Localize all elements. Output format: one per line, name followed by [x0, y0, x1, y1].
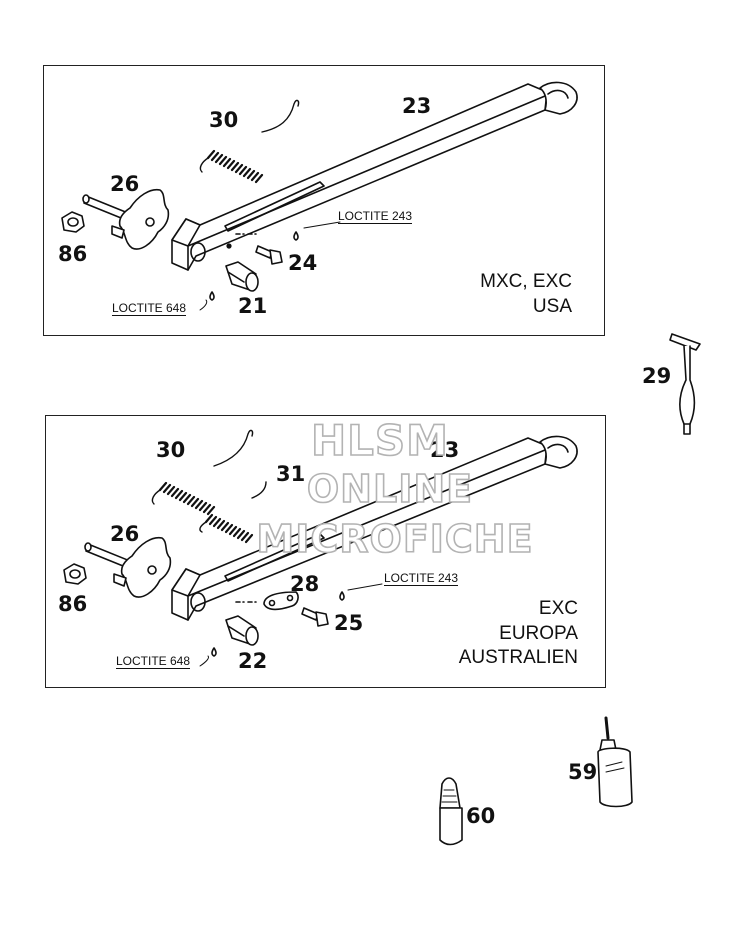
watermark-line-2: ONLINE [306, 467, 474, 511]
part-number-31: 31 [276, 462, 306, 486]
bolt-24-drawing-top [255, 245, 283, 265]
diagram-panel-europe [45, 415, 606, 688]
spring-31-drawing-bottom [199, 481, 267, 544]
shaft-26-drawing-bottom [84, 536, 172, 598]
part-number-30: 30 [209, 108, 239, 132]
part-number-28: 28 [290, 572, 320, 596]
loctite-648-label: LOCTITE 648 [116, 654, 191, 669]
side-stand-drawing-top [171, 81, 578, 271]
part-number-23: 23 [402, 94, 432, 118]
part-number-29: 29 [642, 364, 672, 388]
part-number-25: 25 [334, 611, 364, 635]
loctite-243-label: LOCTITE 243 [338, 209, 413, 224]
loctite-243-label: LOCTITE 243 [384, 571, 459, 586]
region-label-europe: EXC EUROPA AUSTRALIEN [459, 597, 578, 671]
plate-28-drawing-bottom [263, 591, 299, 611]
shaft-26-drawing-top [82, 188, 170, 250]
part-number-30: 30 [156, 438, 186, 462]
watermark-line-3: MICROFICHE [256, 517, 534, 561]
region-line: EUROPA [499, 622, 578, 644]
loctite-648-label: LOCTITE 648 [112, 301, 187, 316]
pin-21-drawing-top [225, 261, 259, 292]
spring-30-drawing-bottom [151, 429, 254, 516]
part-number-23: 23 [430, 438, 460, 462]
part-number-60: 60 [466, 804, 496, 828]
part-number-59: 59 [568, 760, 598, 784]
part-number-22: 22 [238, 649, 268, 673]
region-label-usa: MXC, EXC USA [480, 270, 572, 319]
region-line: MXC, EXC [480, 271, 572, 292]
side-stand-drawing-bottom [171, 435, 578, 621]
part-number-26: 26 [110, 522, 140, 546]
part-number-26: 26 [110, 172, 140, 196]
bolt-25-drawing-bottom [301, 607, 329, 627]
region-line: EXC [538, 598, 578, 619]
pin-22-drawing-bottom [225, 615, 259, 646]
part-number-21: 21 [238, 294, 268, 318]
region-line: AUSTRALIEN [458, 647, 578, 669]
loctite-bottle-59-drawing [597, 716, 633, 808]
part-number-24: 24 [288, 251, 318, 275]
nut-86-drawing-bottom [63, 563, 87, 585]
region-line: USA [532, 295, 572, 317]
part-number-86: 86 [58, 242, 88, 266]
spring-30-drawing-top [199, 99, 300, 184]
tube-60-drawing [439, 777, 463, 846]
part-number-86: 86 [58, 592, 88, 616]
nut-86-drawing-top [61, 211, 85, 233]
watermark-line-1: HLSM [310, 416, 449, 465]
tool-29-drawing [669, 333, 701, 435]
